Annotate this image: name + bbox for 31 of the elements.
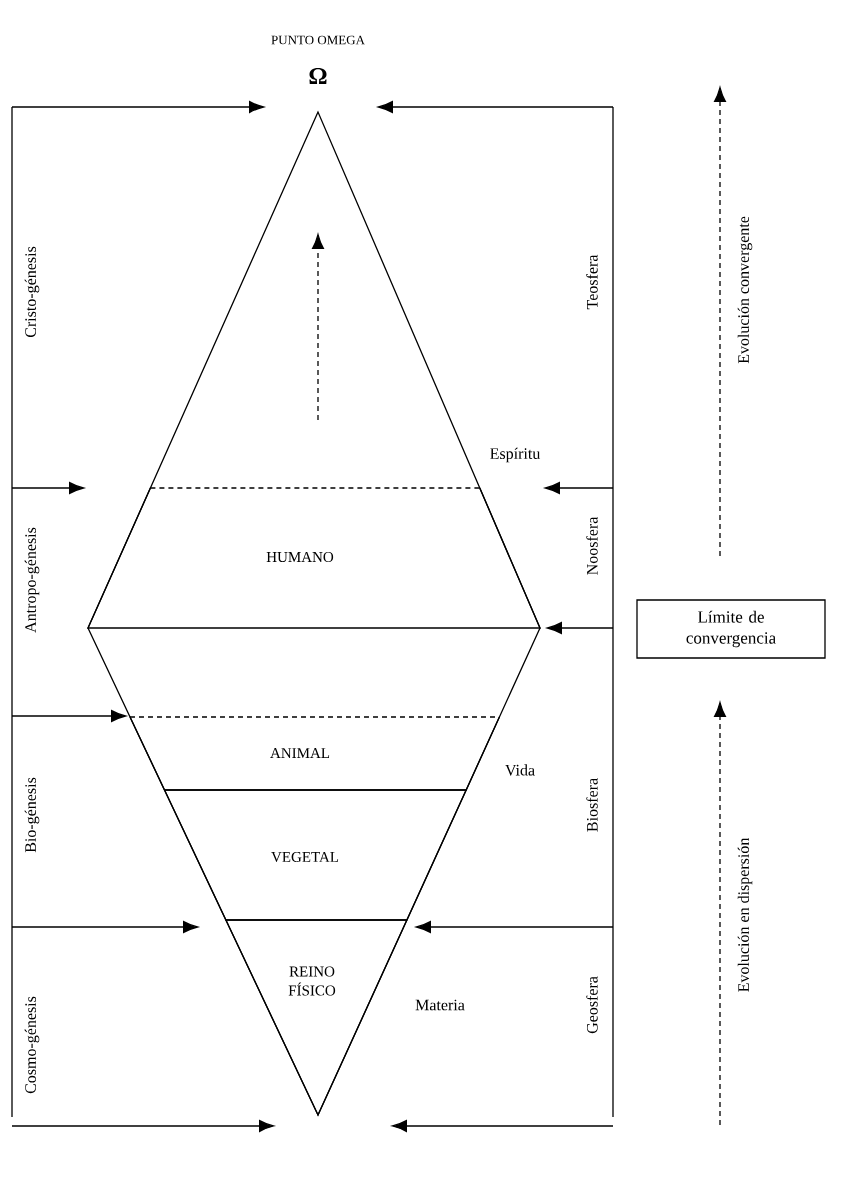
- side-label: Bio-génesis: [24, 777, 40, 853]
- band: VEGETAL: [163, 789, 467, 921]
- arrow: [392, 1120, 614, 1132]
- arrow: [714, 701, 726, 1126]
- side-label: Evolución convergente: [737, 216, 753, 364]
- arrow: [11, 710, 127, 722]
- side-label: Noosfera: [586, 516, 598, 575]
- band: ANIMAL: [129, 716, 501, 791]
- side-label: Teosfera: [586, 254, 598, 310]
- band: REINO FÍSICO: [225, 919, 408, 1117]
- side-label: Cristo-génesis: [24, 246, 40, 338]
- side-label: Cosmo-génesis: [24, 996, 40, 1094]
- arrow: [11, 101, 264, 113]
- side-label: Biosfera: [586, 778, 598, 832]
- omega-symbol: Ω: [309, 68, 327, 84]
- side-label: Antropo-génesis: [24, 527, 40, 633]
- arrow: [378, 101, 614, 113]
- text-box: Límite de convergencia: [636, 599, 826, 659]
- arrow: [11, 1120, 274, 1132]
- arrow: [714, 86, 726, 557]
- region-label: Vida: [505, 764, 535, 776]
- arrow: [416, 921, 614, 933]
- arrow: [11, 921, 198, 933]
- band: HUMANO: [87, 487, 541, 629]
- region-label: Espíritu: [490, 447, 541, 463]
- arrow: [11, 482, 85, 494]
- arrow: [547, 622, 614, 634]
- arrow: [545, 482, 614, 494]
- side-label: Geosfera: [586, 976, 598, 1034]
- heading: PUNTO OMEGA: [271, 35, 365, 45]
- side-label: Evolución en dispersión: [737, 837, 753, 992]
